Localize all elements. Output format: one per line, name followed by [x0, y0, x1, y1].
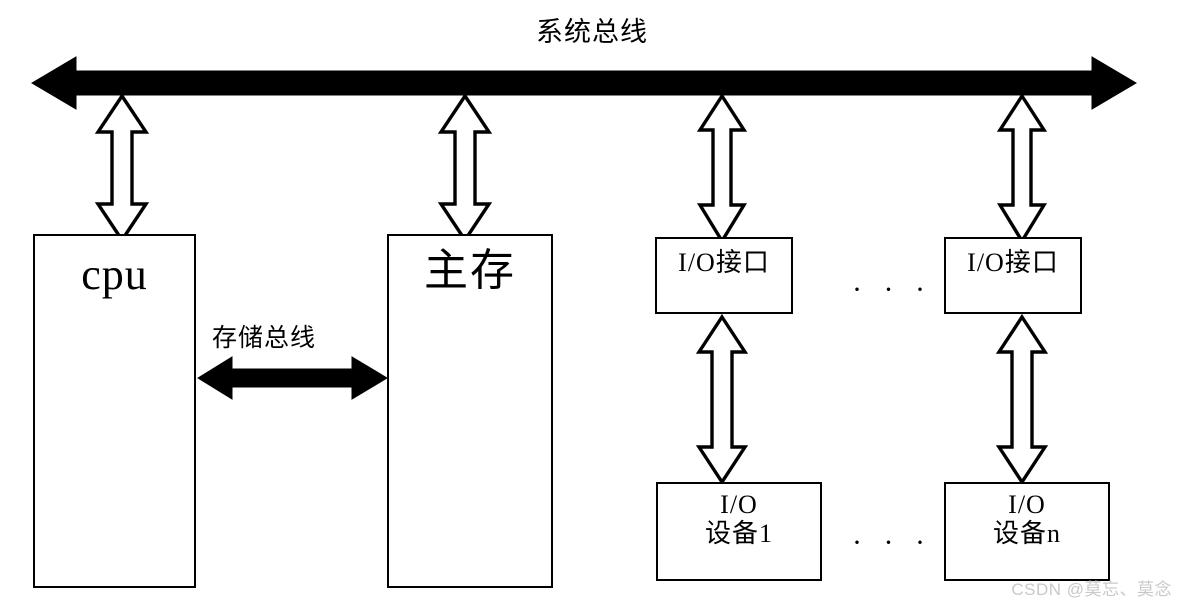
node-main-memory[interactable]: 主存	[387, 234, 553, 588]
system-bus-arrow	[31, 56, 1137, 110]
node-io-device-1[interactable]: I/O 设备1	[656, 482, 822, 581]
memory-bus-label: 存储总线	[212, 325, 317, 352]
page-title: 系统总线	[536, 17, 648, 47]
io-interface-n-device-n-connector-arrow	[995, 313, 1049, 486]
node-io-interface-1[interactable]: I/O接口	[655, 237, 793, 314]
node-io-device-n-label: I/O 设备n	[992, 490, 1061, 549]
node-io-interface-n[interactable]: I/O接口	[944, 237, 1082, 314]
memory-bus-connector-arrow	[437, 92, 493, 244]
node-main-memory-label: 主存	[424, 246, 516, 295]
node-io-interface-1-label: I/O接口	[678, 248, 770, 277]
node-cpu[interactable]: cpu	[33, 234, 196, 588]
io-interface-1-device-1-connector-arrow	[695, 313, 749, 486]
node-io-device-n[interactable]: I/O 设备n	[944, 482, 1110, 581]
io-interface-n-bus-connector-arrow	[996, 92, 1048, 245]
node-cpu-label: cpu	[81, 250, 148, 299]
io-interface-1-bus-connector-arrow	[696, 92, 748, 245]
csdn-watermark: CSDN @莫忘、莫念	[1011, 580, 1172, 599]
node-io-interface-n-label: I/O接口	[967, 248, 1059, 277]
cpu-bus-connector-arrow	[94, 92, 150, 244]
ellipsis-io-interfaces: · · ·	[852, 273, 932, 306]
node-io-device-1-label: I/O 设备1	[704, 490, 773, 549]
ellipsis-io-devices: · · ·	[852, 526, 932, 559]
memory-bus-arrow	[197, 356, 388, 400]
